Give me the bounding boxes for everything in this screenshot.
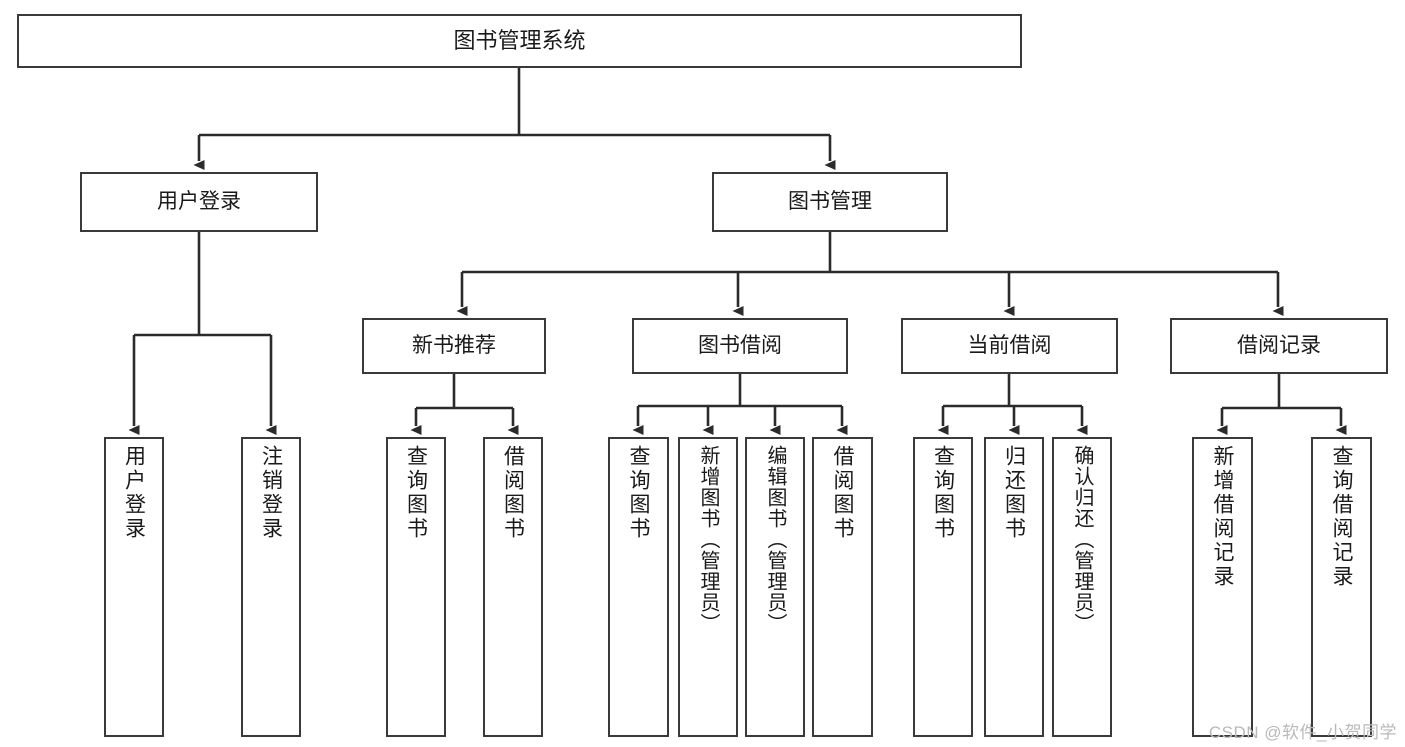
node-label: 查询借阅记录 [1330,445,1353,589]
node-label: 用户登录 [122,445,146,541]
node-label: 用户登录 [157,189,241,213]
level1-node[interactable]: 用户登录 [80,172,318,232]
node-label: 图书管理 [788,189,872,213]
leaf-node[interactable]: 查询借阅记录 [1311,437,1372,737]
node-label: 借阅图书 [831,445,854,541]
leaf-node[interactable]: 查询图书 [386,437,446,737]
node-label: 归还图书 [1002,445,1026,541]
leaf-node[interactable]: 借阅图书 [483,437,543,737]
node-label: 新增借阅记录 [1211,445,1234,589]
node-label: 查询图书 [627,445,650,541]
node-label: 确认归还（管理员） [1071,445,1093,634]
node-label: 注销登录 [259,445,283,541]
node-label: 查询图书 [931,445,955,541]
level2-node[interactable]: 新书推荐 [362,318,546,374]
leaf-node[interactable]: 查询图书 [913,437,973,737]
node-label: 当前借阅 [967,333,1052,357]
node-label: 编辑图书（管理员） [764,445,786,634]
leaf-node[interactable]: 归还图书 [984,437,1044,737]
leaf-node[interactable]: 新增图书（管理员） [678,437,738,737]
level1-node[interactable]: 图书管理 [712,172,948,232]
node-label: 查询图书 [404,445,428,541]
level2-node[interactable]: 借阅记录 [1170,318,1388,374]
node-label: 借阅图书 [501,445,525,541]
node-label: 新增图书（管理员） [697,445,719,634]
leaf-node[interactable]: 注销登录 [241,437,301,737]
leaf-node[interactable]: 新增借阅记录 [1192,437,1253,737]
root-node[interactable]: 图书管理系统 [17,14,1022,68]
leaf-node[interactable]: 编辑图书（管理员） [745,437,805,737]
node-label: 借阅记录 [1237,333,1321,357]
leaf-node[interactable]: 确认归还（管理员） [1052,437,1112,737]
level2-node[interactable]: 当前借阅 [901,318,1118,374]
node-label: 图书借阅 [698,333,782,357]
level2-node[interactable]: 图书借阅 [632,318,848,374]
leaf-node[interactable]: 借阅图书 [812,437,873,737]
leaf-node[interactable]: 查询图书 [608,437,669,737]
watermark-text: CSDN @软件_小贺同学 [1208,723,1397,742]
node-label: 图书管理系统 [453,28,586,54]
node-label: 新书推荐 [412,333,496,357]
leaf-node[interactable]: 用户登录 [104,437,164,737]
